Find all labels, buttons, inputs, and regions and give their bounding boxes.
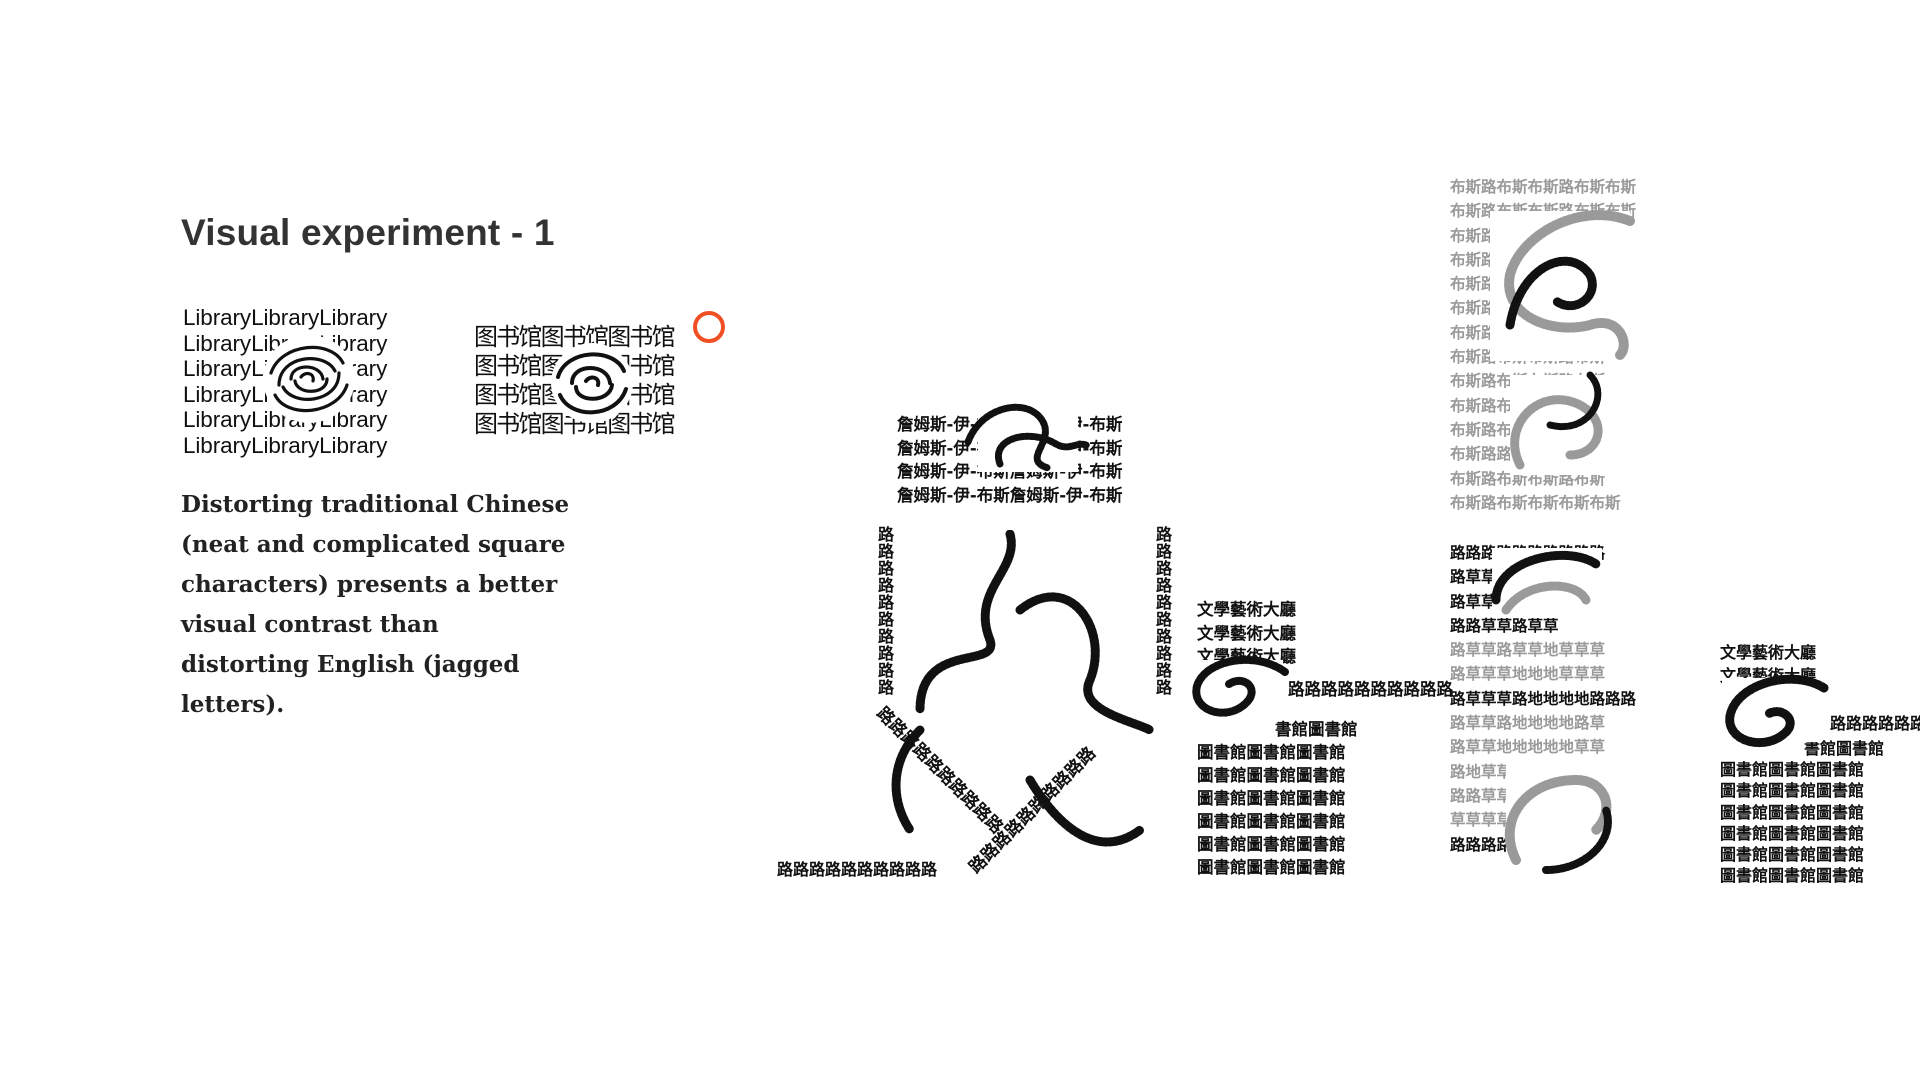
grass-row: 路路草草路草草 [1450, 616, 1559, 635]
arts-row: 文學藝術大廳 [1197, 600, 1296, 619]
library-trad-row: 圖書館圖書館圖書館 [1197, 789, 1346, 808]
road-column-left: 路路路路路路路路路路 [875, 526, 894, 696]
library-trad-row: 圖書館圖書館圖書館 [1720, 802, 1865, 822]
library-trad-row: 圖書館圖書館圖書館 [1197, 766, 1346, 785]
page-title: Visual experiment - 1 [181, 212, 555, 253]
tsg-row: 图书馆图书馆图书馆 [474, 381, 676, 409]
road-horizontal: 路路路路路路路路路路 [1288, 680, 1453, 699]
library-trad-row: 書館圖書館 [1804, 739, 1885, 758]
grass-row: 路草草地地地地地草草 [1450, 738, 1606, 757]
library-trad-row: 圖書館圖書館圖書館 [1197, 858, 1346, 877]
grass-row: 路草草路草草地草草草 [1450, 641, 1606, 660]
swirl-distortion-roads [891, 530, 1155, 847]
swirl-distortion-arts [1192, 655, 1289, 720]
swirl-distortion-grass [1491, 548, 1616, 874]
road-bottom: 路路路路路路路路路路 [777, 860, 938, 879]
library-trad-row: 圖書館圖書館圖書館 [1720, 845, 1865, 865]
library-row: LibraryLibraryLibrary [183, 381, 388, 407]
cursor-ring-icon [693, 311, 725, 343]
grass-row: 路草草草地地地草草草 [1450, 665, 1606, 684]
library-trad-row: 書館圖書館 [1275, 720, 1358, 739]
library-trad-row: 圖書館圖書館圖書館 [1197, 812, 1346, 831]
library-row: LibraryLibraryLibrary [183, 330, 388, 356]
booth-row: 布斯路布斯布斯布斯布斯 [1450, 493, 1621, 512]
road-tail: 路路路路路路路路 [1830, 714, 1920, 733]
library-trad-row: 圖書館圖書館圖書館 [1720, 866, 1865, 886]
tsg-row: 图书馆图书馆图书馆 [474, 352, 676, 380]
booth-row: 布斯路布斯布斯路布斯布斯 [1450, 178, 1637, 196]
library-trad-block-2: 書館圖書館 圖書館圖書館圖書館 圖書館圖書館圖書館 圖書館圖書館圖書館 圖書館圖… [1720, 738, 1884, 886]
tsg-row: 图书馆图书馆图书馆 [474, 323, 676, 351]
library-trad-row: 圖書館圖書館圖書館 [1197, 743, 1346, 762]
library-row: LibraryLibraryLibrary [183, 356, 388, 382]
james-row: 詹姆斯-伊-布斯詹姆斯-伊-布斯 [897, 485, 1123, 505]
library-trad-block: 書館圖書館 圖書館圖書館圖書館 圖書館圖書館圖書館 圖書館圖書館圖書館 圖書館圖… [1197, 718, 1358, 879]
arts-row: 文學藝術大廳 [1720, 643, 1817, 662]
description-text: Distorting traditional Chinese (neat and… [181, 491, 570, 718]
library-trad-row: 圖書館圖書館圖書館 [1720, 823, 1865, 843]
grass-row: 路草草草路地地地地路路路 [1450, 689, 1637, 708]
road-column-right: 路路路路路路路路路路 [1153, 526, 1172, 696]
grass-row: 路草草路地地地地路草 [1450, 714, 1606, 733]
library-row: LibraryLibraryLibrary [183, 407, 388, 433]
swirl-distortion-booth [1490, 210, 1635, 475]
tsg-row: 图书馆图书馆图书馆 [474, 410, 676, 438]
library-row: LibraryLibraryLibrary [183, 432, 388, 458]
swirl-distortion-james [964, 402, 1092, 472]
library-trad-row: 圖書館圖書館圖書館 [1720, 781, 1865, 801]
specimen-tushuguan: 图书馆图书馆图书馆 图书馆图书馆图书馆 图书馆图书馆图书馆 图书馆图书馆图书馆 [474, 323, 710, 441]
library-row: LibraryLibraryLibrary [183, 305, 388, 330]
specimen-library: LibraryLibraryLibrary LibraryLibraryLibr… [183, 305, 443, 463]
library-trad-row: 圖書館圖書館圖書館 [1720, 760, 1865, 780]
library-trad-row: 圖書館圖書館圖書館 [1197, 835, 1346, 854]
swirl-distortion-arts-2 [1722, 674, 1829, 747]
arts-row: 文學藝術大廳 [1197, 623, 1296, 643]
